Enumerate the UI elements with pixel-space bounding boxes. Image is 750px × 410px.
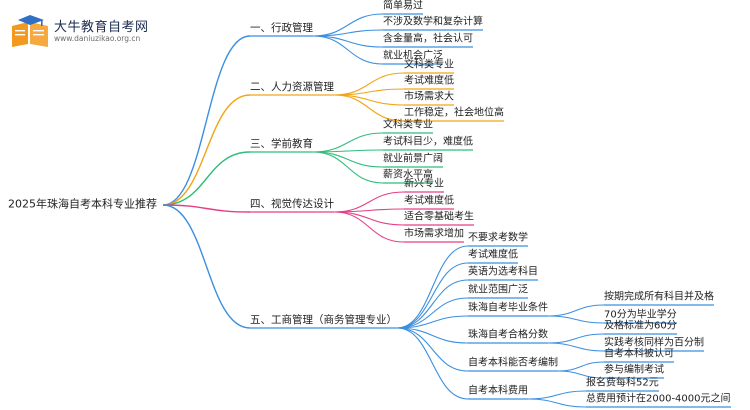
leaf-link [312, 35, 384, 48]
leaf-link [557, 361, 605, 372]
leaf: 薪资水平高 [383, 169, 433, 181]
leaf: 就业前景广阔 [383, 153, 443, 165]
branch-5-label: 五、工商管理（商务管理专业） [250, 313, 397, 326]
leaf: 不要求考数学 [468, 232, 528, 244]
leaf: 考试难度低 [404, 75, 454, 87]
leaf-link [396, 262, 469, 329]
leaf: 英语为选考科目 [468, 266, 538, 278]
subtopic-label: 珠海自考合格分数 [468, 329, 548, 341]
leaf: 及格标准为60分 [604, 320, 677, 332]
leaf-link [312, 151, 384, 168]
leaf-link [396, 297, 469, 329]
site-logo[interactable]: 大牛教育自考网 www.daniuzikao.org.cn [8, 10, 198, 50]
leaf-link [333, 211, 405, 243]
leaf: 不涉及数学和复杂计算 [383, 16, 483, 28]
leaf: 自考本科被认可 [604, 348, 674, 360]
subtopic-label: 自考本科费用 [468, 385, 528, 397]
branch-link [162, 204, 251, 213]
leaf-link [333, 94, 405, 122]
subtopic-label: 自考本科能否考编制 [468, 357, 558, 369]
branch-link [162, 151, 251, 206]
mindmap-root: 2025年珠海自考本科专业推荐 [8, 197, 157, 211]
logo-url: www.daniuzikao.org.cn [54, 34, 141, 43]
leaf: 考试科目少，难度低 [383, 136, 473, 148]
leaf-link [547, 304, 605, 317]
leaf-link [312, 35, 384, 65]
subtopic-label: 珠海自考毕业条件 [468, 302, 548, 314]
leaf-link [312, 151, 384, 184]
book-cap-icon [12, 15, 48, 47]
leaf: 考试难度低 [468, 249, 518, 261]
leaf: 市场需求增加 [404, 228, 464, 240]
branch-4-label: 四、视觉传达设计 [250, 197, 334, 210]
leaf: 适合零基础考生 [404, 211, 474, 223]
branch-1-label: 一、行政管理 [250, 21, 313, 34]
leaf-link [527, 398, 587, 408]
leaf: 按期完成所有科目并及格 [604, 291, 714, 303]
leaf: 总费用预计在2000-4000元之间 [586, 393, 731, 405]
leaf: 70分为毕业学分 [604, 309, 677, 321]
leaf-link [396, 315, 469, 329]
branch-link [162, 94, 251, 206]
leaf-link [396, 327, 469, 400]
leaf: 就业机会广泛 [383, 50, 443, 62]
leaf: 新兴专业 [404, 178, 444, 190]
leaf-link [547, 333, 605, 344]
leaf-link [396, 327, 469, 344]
leaf: 文科类专业 [383, 119, 433, 131]
leaf: 报名费每科52元 [586, 377, 659, 389]
leaf: 考试难度低 [404, 195, 454, 207]
leaf: 简单易过 [383, 0, 423, 12]
leaf: 就业范围广泛 [468, 284, 528, 296]
branch-link [162, 35, 251, 206]
leaf-link [547, 342, 605, 352]
leaf-link [396, 327, 469, 372]
leaf-link [312, 132, 384, 153]
leaf-link [333, 211, 405, 226]
leaf: 市场需求大 [404, 91, 454, 103]
branch-2-label: 二、人力资源管理 [250, 80, 334, 93]
branch-3-label: 三、学前教育 [250, 137, 313, 150]
branch-link [162, 204, 251, 329]
leaf: 含金量高，社会认可 [383, 33, 473, 45]
leaf-link [396, 245, 469, 329]
leaf-link [547, 315, 605, 324]
logo-title: 大牛教育自考网 [54, 20, 149, 35]
leaf-link [557, 370, 605, 379]
leaf-link [333, 94, 405, 106]
leaf-link [527, 390, 587, 400]
leaf: 实践考核同样为百分制 [604, 337, 704, 349]
leaf: 文科类专业 [404, 59, 454, 71]
leaf-link [396, 279, 469, 329]
leaf: 工作稳定，社会地位高 [404, 107, 504, 119]
leaf-link [333, 208, 405, 213]
leaf: 参与编制考试 [604, 364, 664, 376]
